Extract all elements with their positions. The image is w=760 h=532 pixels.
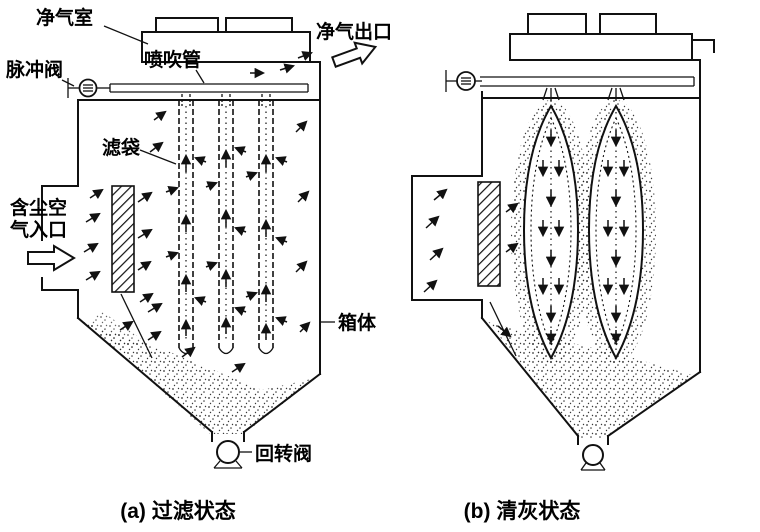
pulse-valve-icon-a bbox=[67, 78, 110, 98]
distribution-plate-b bbox=[477, 181, 501, 287]
caption-a: (a) 过滤状态 bbox=[120, 499, 236, 523]
filter-bag bbox=[218, 100, 234, 355]
outlet-arrow-icon bbox=[331, 41, 378, 68]
label-dusty-air-inlet-1: 含尘空 bbox=[10, 196, 67, 219]
label-clean-air-chamber: 净气室 bbox=[36, 6, 93, 29]
casing-outline-a bbox=[76, 61, 322, 442]
filter-bag bbox=[258, 100, 274, 355]
diagram-a: 净气室 脉冲阀 喷吹管 净气出口 滤袋 含尘空 气入口 箱体 回转阀 bbox=[5, 6, 392, 469]
casing-outline-b bbox=[411, 59, 702, 445]
rotary-valve-icon-b bbox=[580, 444, 606, 471]
leader-lines-a bbox=[61, 25, 335, 453]
label-filter-bag: 滤袋 bbox=[102, 136, 141, 159]
clean-air-chamber-b bbox=[509, 13, 715, 61]
caption-b: (b) 清灰状态 bbox=[464, 499, 581, 523]
blow-pipe-b bbox=[480, 76, 695, 101]
diagram-b bbox=[411, 13, 715, 471]
distribution-plate-a bbox=[111, 185, 135, 293]
label-pulse-valve: 脉冲阀 bbox=[5, 58, 63, 81]
rotary-valve-icon-a bbox=[213, 440, 243, 469]
pulse-valve-icon-b bbox=[445, 70, 482, 92]
label-rotary-valve: 回转阀 bbox=[255, 442, 312, 465]
inlet-duct-a bbox=[41, 185, 153, 359]
clean-air-chamber-a bbox=[141, 17, 311, 63]
dust-deposit-a bbox=[84, 310, 316, 434]
nozzles-a bbox=[181, 94, 271, 106]
inlet-arrow-icon bbox=[27, 244, 76, 272]
filter-bags-a bbox=[178, 100, 274, 355]
blow-pipe-a bbox=[109, 83, 309, 106]
label-dusty-air-inlet-2: 气入口 bbox=[9, 218, 67, 241]
inflated-filter-bag bbox=[587, 104, 645, 361]
label-clean-air-outlet: 净气出口 bbox=[316, 20, 392, 43]
inflated-filter-bag bbox=[522, 104, 580, 361]
label-blow-pipe: 喷吹管 bbox=[144, 48, 201, 71]
airflow-arrows-a bbox=[83, 51, 313, 374]
label-casing: 箱体 bbox=[338, 311, 377, 334]
inflated-bags-b bbox=[522, 104, 645, 361]
nozzle-spray-b bbox=[542, 87, 625, 101]
airflow-arrows-b bbox=[423, 130, 630, 345]
